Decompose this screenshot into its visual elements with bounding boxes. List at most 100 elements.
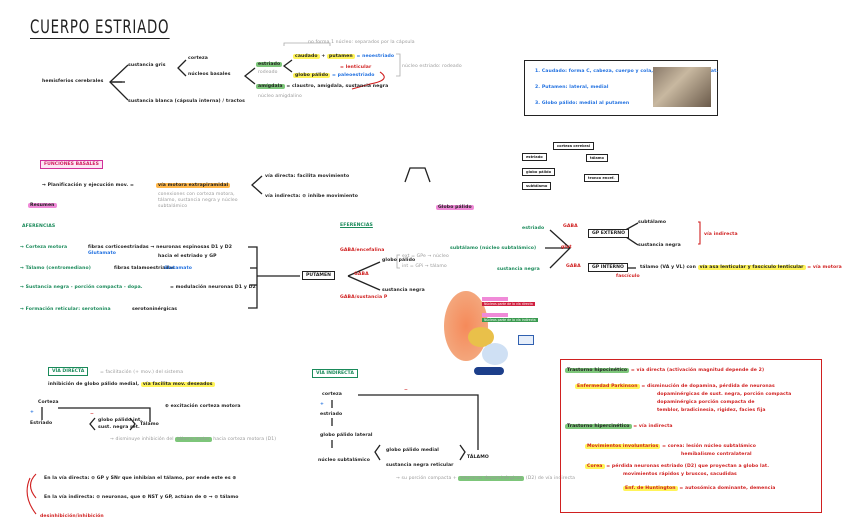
flow-node-talamo: tálamo [586,154,609,162]
label-via-indirecta: Núcleos parte de la vía indirecta [482,318,538,322]
intro-branch2: sustancia blanca (cápsula interna) / tra… [128,99,245,104]
vd-bottom-highlight: tálamo motor [175,437,212,442]
vi-m1: globo pálido medial [386,448,439,453]
flow-node-tronco: tronco encef. [584,174,619,182]
intro-neoestriado: = neoestriado [356,54,395,59]
intro-right-note: núcleo estriado: rodeado [402,64,462,69]
movimientos-label: Movimientos involuntarios [585,444,661,449]
flow-node-estriado: estriado [522,153,547,161]
intro-caudado: caudado [293,54,320,59]
vi-plus-sign: + [320,402,324,407]
huntington-label: Enf. de Huntington [623,486,678,491]
aferencia-2-c: Glutamato [164,266,193,271]
vi-corteza: corteza [322,392,342,397]
trastorno-h1: Trastorno hipocinético [565,368,630,373]
aferencia-2-b: fibras talamoestriadas [114,266,175,271]
trastorno-h1-rest: = vía directa (activación magnitud depen… [630,368,765,373]
parkinson-text: = disminución de dopamina, pérdida de ne… [641,384,775,389]
intro-amigdala: amígdala [256,84,285,89]
vi-minus-sign: − [404,388,408,393]
sn-label-box [518,335,534,345]
flow-node-corteza: corteza cerebral [553,142,595,150]
intro-estriado: estriado [256,62,283,67]
resumen-tag: Resumen [28,203,57,208]
pink-bar-2 [482,313,508,317]
gp-int-sub: fascículo [616,274,640,279]
movimientos-text: = corea: lesión núcleo subtalámico [662,444,756,449]
vi-globo-lateral: globo pálido lateral [320,433,373,438]
gp-ext-target-2: sustancia negra [638,243,681,248]
vi-note-end: (D2) de vía indirecta [525,476,576,481]
aferencia-1-b: fibras corticoestriadas → neuronas espin… [88,245,233,250]
vi-note: → su porción compacta + [396,476,457,481]
gp-tag-2: glut [561,245,572,250]
brain-section-image [653,67,711,107]
gp-int-highlight: vía asa lenticular y fascículo lenticula… [697,265,806,270]
aferencia-1-d: hacia el estriado y GP [158,254,217,259]
gp-tag-1: GABA [563,224,578,229]
intro-amigdala-sub: núcleo amigdalino [258,94,302,99]
funciones-path1: vía directa: facilita movimiento [265,174,350,179]
talamo-shape [482,343,508,365]
aferencia-1-a: → Corteza motora [20,245,68,250]
vd-bottom-end: hacia corteza motora (D1) [213,437,277,442]
aferencias-label: AFERENCIAS [22,224,56,229]
vd-estriado: Estriado [30,421,53,426]
intro-top-note: no forma 1 núcleo: separados por la cáps… [308,40,415,45]
intro-paleoestriado: = paleoestriado [331,73,375,78]
funciones-note: conexiones con corteza motora, tálamo, s… [158,192,238,209]
aferencia-2-a: → Tálamo (centromediano) [20,266,91,271]
via-directa-note: = facilitación (+ mov.) del sistema [100,370,184,375]
page-title: CUERPO ESTRIADO [30,16,170,39]
intro-globo: globo pálido [293,73,331,78]
eferencia-to-sn: sustancia negra [382,288,425,293]
aferencia-1-c: Glutamato [88,251,117,256]
globo-palido-tag: Globo pálido [436,205,474,210]
aferencia-3-b: = modulación neuronas D1 y D2 [170,285,256,290]
gp-ext-note: vía indirecta [704,232,738,237]
trastornos-box: Trastorno hipocinético = vía directa (ac… [560,359,822,513]
eferencia-to-globo: globo pálido [382,258,416,263]
vd-plus-sign: + [30,410,34,415]
trastorno-h2-rest: = vía indirecta [633,424,673,429]
legend-item-2: 2. Putamen: lateral, medial [535,85,609,90]
parkinson-l3: dopaminérgica porción compacta de [657,400,755,405]
pink-bar [482,297,508,301]
intro-lenticular: = lenticular [340,65,372,70]
via-indirecta-label: VÍA INDIRECTA [312,369,358,378]
flow-node-subtalamo: subtálamo [522,182,552,190]
legend-box: 1. Caudado: forma C, cabeza, cuerpo y co… [524,60,718,116]
movimientos-l2: hemibalismo contralateral [681,452,752,457]
aferencia-4-a: → Formación reticular: serotonina [20,307,111,312]
putamen-shape [444,291,488,361]
legend-item-3: 3. Globo pálido: medial al putamen [535,101,630,106]
intro-corteza: corteza [188,56,208,61]
gp-externo-box: GP EXTERNO [588,229,629,238]
intro-amigdala-rest: = claustro, amígdala, sustancia negra [286,84,389,89]
gp-src-sn: sustancia negra [497,267,540,272]
parkinson-l2: dopaminérgicas de sust. negra, porción c… [657,392,792,397]
eferencia-r2: GABA [354,272,369,277]
intro-root: hemisferios cerebrales [42,79,104,84]
intro-estriado-sub: rodeado [258,70,278,75]
intro-putamen: putamen [327,54,355,59]
corea-text: = pérdida neuronas estriado (D2) que pro… [606,464,770,469]
funciones-arrow-text: → Planificación y ejecución mov. = [42,183,134,188]
basal-ganglia-diagram: Núcleos parte de la vía directa Núcleos … [440,285,550,375]
vi-m2: sustancia negra reticular [386,463,454,468]
trastorno-h2: Trastorno hipercinético [565,424,632,429]
vd-talamo: Tálamo [140,422,159,427]
intro-nucleos-basales: núcleos basales [188,72,231,77]
vd-excite: ⊕ excitación corteza motora [165,404,241,409]
via-directa-line2: inhibición de globo pálido medial, [48,382,140,387]
vi-talamo: TÁLAMO [467,455,489,460]
gp-ext-note: ext = GPe → núcleo [402,254,449,259]
vd-mid-bot: sust. negra ret. [98,425,140,430]
via-directa-label: VÍA DIRECTA [48,367,89,376]
eferencia-r3: GABA/sustancia P [340,295,388,300]
aferencia-3-a: → Sustancia negra - porción compacta - d… [20,285,143,290]
vd-mid-top: globo pálido int. [98,418,143,423]
vi-estriado: estriado [320,412,343,417]
funciones-label: FUNCIONES BASALES [40,160,103,169]
huntington-text: = autosómica dominante, demencia [679,486,776,491]
